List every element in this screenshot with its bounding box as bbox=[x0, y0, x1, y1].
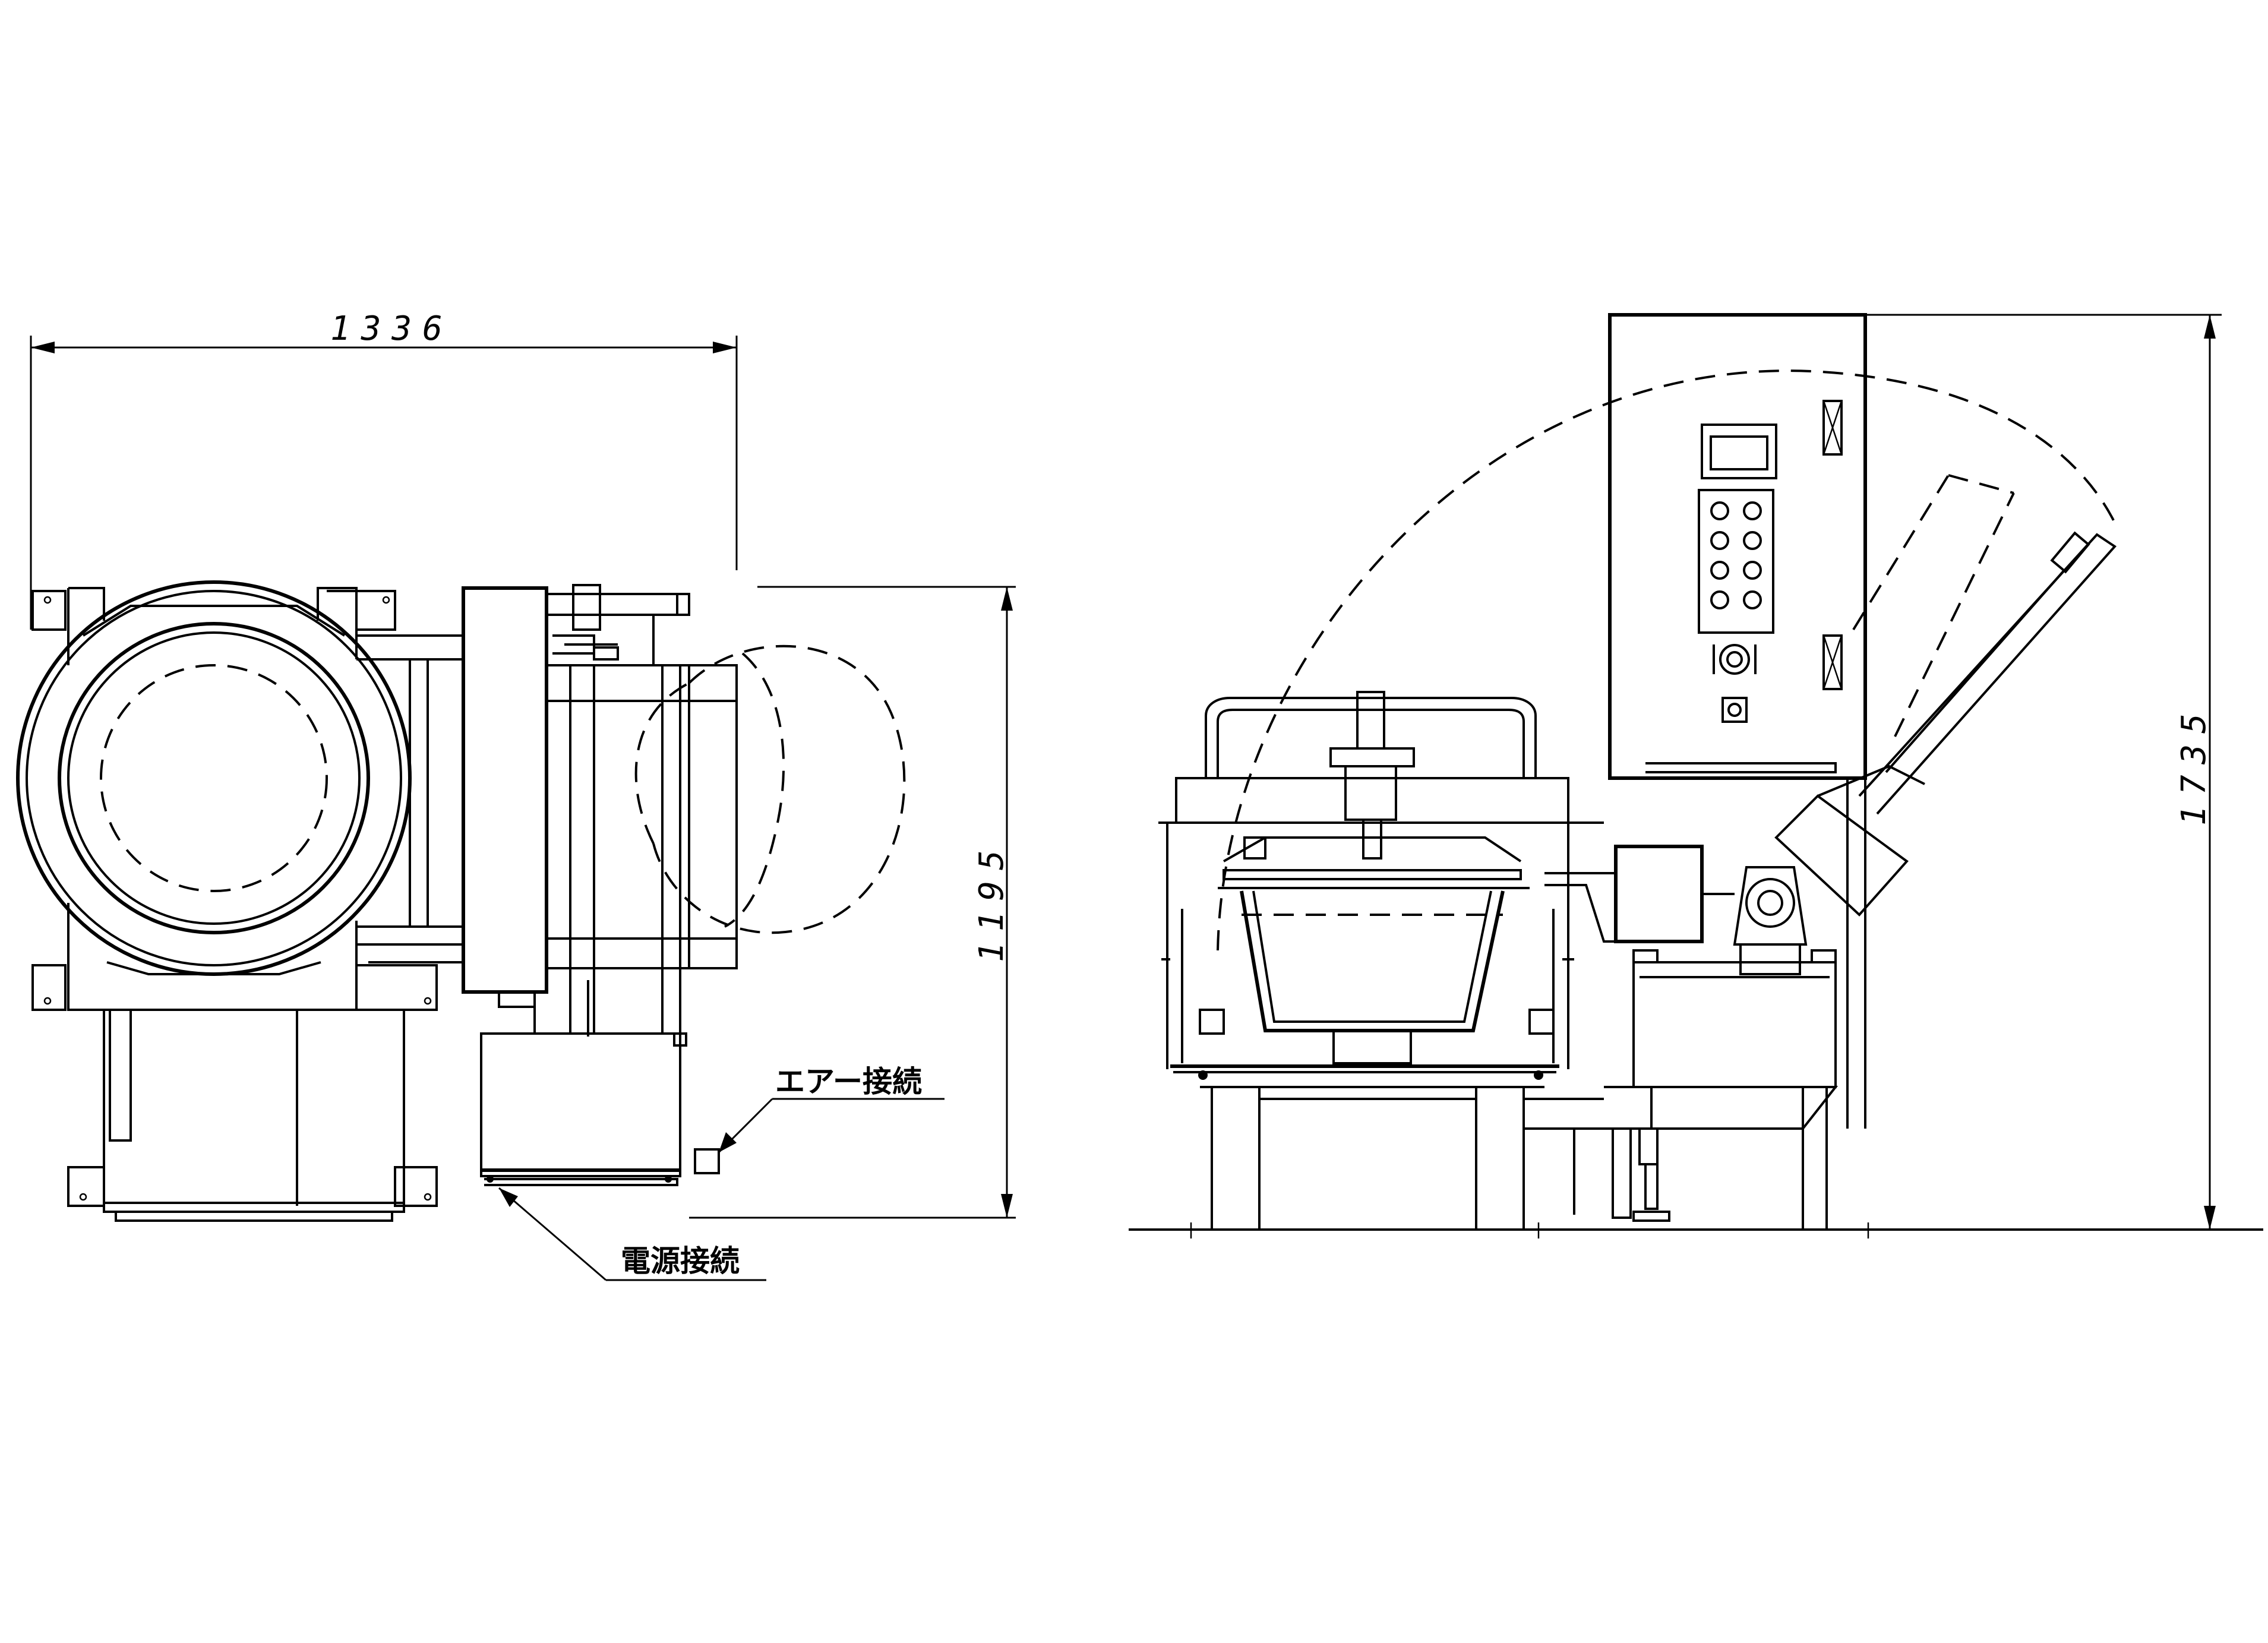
side-view: 1735 bbox=[1129, 313, 2263, 1238]
power-connection-label: 電源接続 bbox=[621, 1244, 740, 1278]
power-connection-callout: 電源接続 bbox=[498, 1187, 766, 1281]
base-box bbox=[103, 1010, 405, 1222]
motor-box bbox=[1614, 845, 1704, 943]
kettle-unit bbox=[1158, 691, 1616, 1080]
control-tower bbox=[1608, 313, 1867, 1129]
bowl bbox=[16, 580, 412, 976]
air-connection-callout: エアー接続 bbox=[718, 1064, 945, 1154]
column-unit bbox=[462, 584, 738, 1034]
mounting-brackets bbox=[31, 590, 438, 1207]
lift-arm-ghost bbox=[1852, 474, 2015, 737]
dimension-width-label: 1336 bbox=[330, 309, 453, 348]
air-connection-label: エアー接続 bbox=[775, 1064, 922, 1099]
kettle-stand bbox=[1200, 1086, 1604, 1231]
dimension-height: 1735 bbox=[1865, 314, 2222, 1230]
dimension-width: 1336 bbox=[30, 309, 738, 630]
lift-swing-arc bbox=[1217, 369, 2116, 951]
dimension-depth: 1195 bbox=[689, 586, 1016, 1219]
bowl-swing-position bbox=[634, 644, 906, 934]
dimension-height-label: 1735 bbox=[2175, 703, 2213, 826]
control-box-lower bbox=[480, 980, 720, 1186]
bowl-frame bbox=[67, 587, 358, 1011]
top-view: 1336 1195 bbox=[16, 309, 1016, 1281]
rear-frame bbox=[1604, 949, 1839, 1231]
lift-arm bbox=[1733, 531, 2117, 975]
guide-rails bbox=[356, 634, 463, 963]
dimension-depth-label: 1195 bbox=[972, 839, 1011, 962]
